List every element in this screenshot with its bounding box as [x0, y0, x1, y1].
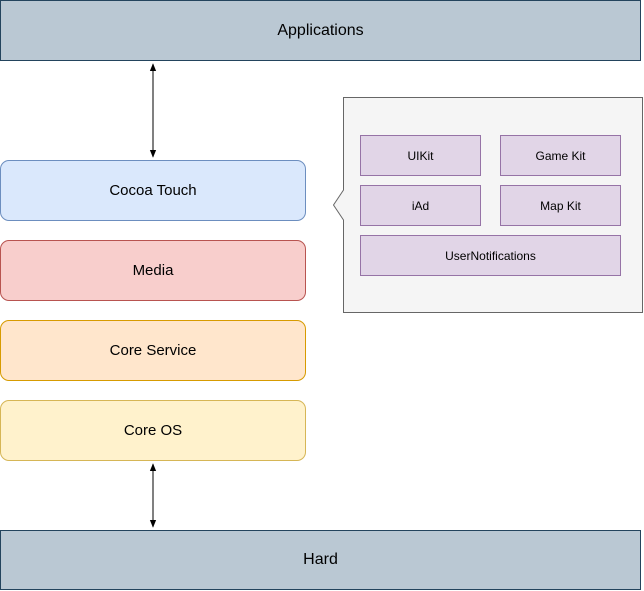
layer-cocoa-touch: Cocoa Touch — [0, 160, 306, 221]
layer-media-label: Media — [132, 262, 174, 279]
layer-core-os-label: Core OS — [123, 422, 183, 439]
framework-game-kit: Game Kit — [500, 135, 621, 176]
applications-bar: Applications — [0, 0, 641, 61]
hard-label: Hard — [303, 551, 338, 568]
framework-user-notifications: UserNotifications — [360, 235, 621, 276]
applications-label: Applications — [277, 21, 364, 39]
framework-map-kit-label: Map Kit — [540, 198, 581, 213]
framework-user-notifications-label: UserNotifications — [445, 248, 536, 263]
framework-iad-label: iAd — [411, 198, 430, 213]
layer-media: Media — [0, 240, 306, 301]
framework-game-kit-label: Game Kit — [535, 148, 586, 163]
layer-core-service-label: Core Service — [109, 342, 197, 359]
hard-bar: Hard — [0, 530, 641, 590]
framework-map-kit: Map Kit — [500, 185, 621, 226]
layer-core-service: Core Service — [0, 320, 306, 381]
framework-uikit: UIKit — [360, 135, 481, 176]
framework-iad: iAd — [360, 185, 481, 226]
layer-cocoa-touch-label: Cocoa Touch — [109, 182, 197, 199]
framework-uikit-label: UIKit — [407, 148, 434, 163]
layer-core-os: Core OS — [0, 400, 306, 461]
